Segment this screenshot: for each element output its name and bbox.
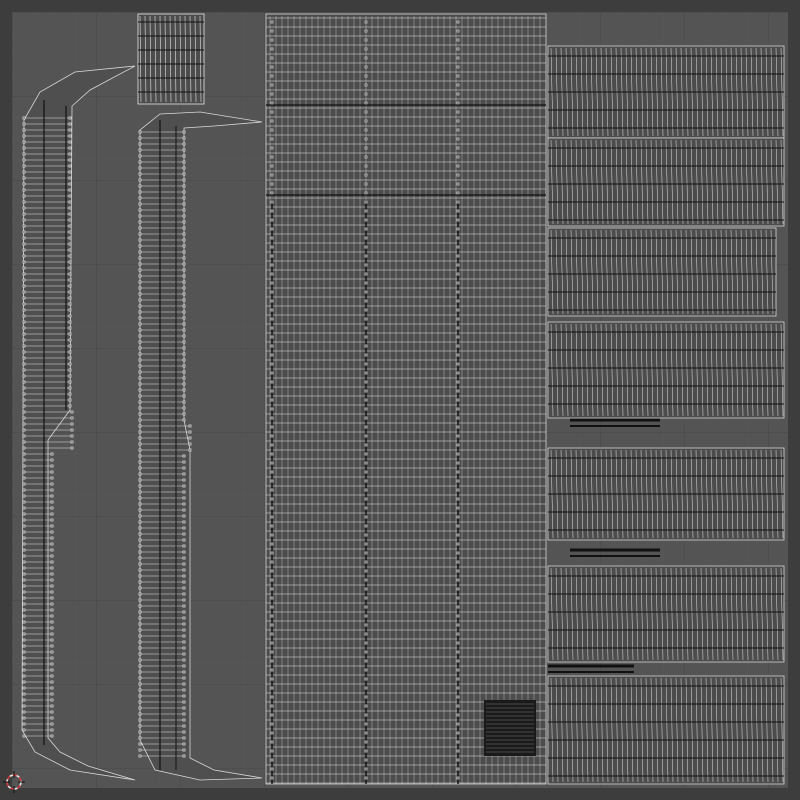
uv-island-main-grid[interactable] <box>265 13 547 785</box>
uv-island-strap-right[interactable] <box>138 111 263 781</box>
uv-island-top-block[interactable] <box>137 13 205 105</box>
uv-island-selected-block[interactable] <box>484 700 536 756</box>
2d-cursor-icon[interactable] <box>3 771 25 793</box>
uv-island-strap-left[interactable] <box>21 65 136 781</box>
uv-island-right-stack[interactable] <box>547 45 785 785</box>
